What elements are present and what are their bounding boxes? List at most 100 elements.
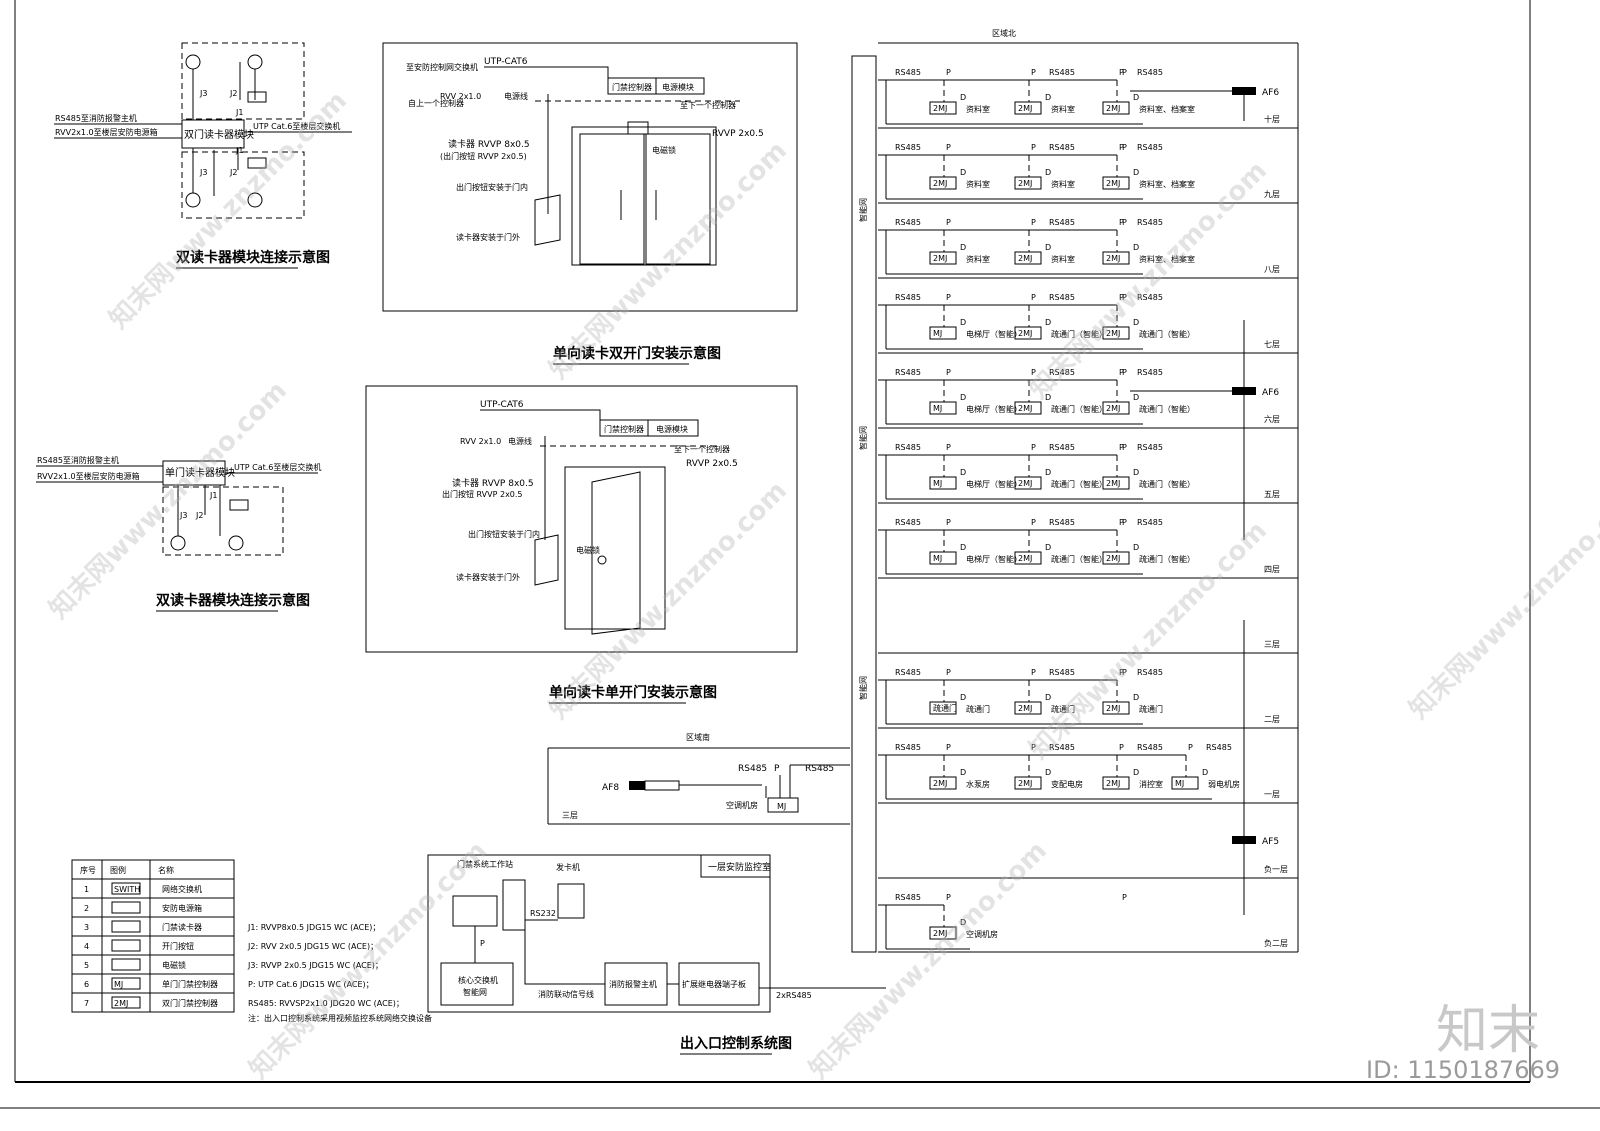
controller-label: 2MJ <box>1106 404 1120 413</box>
room-label: 弱电机房 <box>1208 779 1240 789</box>
d-label: D <box>1202 768 1208 777</box>
legend-symbol-label: MJ <box>114 980 123 989</box>
controller-box <box>1102 401 1130 415</box>
rvv-label: RVV2x1.0至楼层安防电源箱 <box>55 127 158 137</box>
from-prev-label: 自上一个控制器 <box>408 98 464 108</box>
controller-box <box>1102 251 1130 265</box>
p-label: P <box>1122 518 1127 527</box>
floor-label: 六层 <box>1264 414 1280 424</box>
room-label: 资料室、档案室 <box>1139 254 1195 264</box>
monitor-icon <box>452 895 498 927</box>
note-line: P: UTP Cat.6 JDG15 WC (ACE)； <box>248 980 374 989</box>
p-label: P <box>1119 143 1124 152</box>
controller-label: 2MJ <box>933 104 947 113</box>
card-label: 发卡机 <box>556 862 580 872</box>
rs485-label: RS485 <box>1049 668 1075 677</box>
relay-label: 扩展继电器端子板 <box>682 979 746 989</box>
switch-label: 至安防控制网交换机 <box>406 62 478 72</box>
room-label: 电梯厅（智能） <box>966 404 1022 414</box>
lock-label: 电磁锁 <box>576 545 600 555</box>
legend-index: 6 <box>84 980 89 989</box>
south-rs485: RS485 <box>738 764 767 774</box>
d-label: D <box>960 318 966 327</box>
j3-label: J3 <box>199 89 207 98</box>
controller-box <box>1102 476 1130 490</box>
controller-box <box>1171 776 1199 790</box>
d-label: D <box>960 393 966 402</box>
reader-icon <box>185 192 201 208</box>
legend-symbol <box>111 977 141 990</box>
p-label: P <box>1031 68 1036 77</box>
room-label: 疏通门（智能） <box>1139 404 1195 414</box>
door-handle-icon <box>597 555 607 565</box>
room-label: 消控室 <box>1139 779 1163 789</box>
south-rs485-b: RS485 <box>805 764 834 774</box>
d-label: D <box>960 93 966 102</box>
d-label: D <box>1133 168 1139 177</box>
note-line: J3: RVVP 2x0.5 JDG15 WC (ACE)； <box>247 961 383 970</box>
j2-label: J2 <box>229 89 237 98</box>
controller-box <box>929 551 957 565</box>
d-label: D <box>1045 543 1051 552</box>
utp-label: UTP Cat.6至楼层交换机 <box>234 462 321 472</box>
single-module-label: 单门读卡器模块 <box>165 466 235 479</box>
trunk-label: 智能网 <box>858 198 868 222</box>
room-label: 电梯厅（智能） <box>966 329 1022 339</box>
d-label: D <box>960 693 966 702</box>
south-room-label: 空调机房 <box>726 800 758 810</box>
legend-header: 图例 <box>110 865 126 875</box>
reader-icon <box>170 535 186 551</box>
controller-box <box>1102 551 1130 565</box>
j2-label: J2 <box>195 511 203 520</box>
brand-logo: 知末 <box>1435 1001 1540 1061</box>
power-box-icon <box>1232 87 1256 95</box>
rs485-label: RS485 <box>1137 668 1163 677</box>
p-label: P <box>1031 143 1036 152</box>
controller-label: 2MJ <box>1106 779 1120 788</box>
rs485-label: RS485 <box>895 368 921 377</box>
j3-label: J3 <box>199 168 207 177</box>
room-label: 资料室 <box>966 254 990 264</box>
p-label: P <box>1031 668 1036 677</box>
controller-box <box>929 251 957 265</box>
lock-icon <box>627 121 649 135</box>
room-label: 资料室 <box>1051 254 1075 264</box>
rvv-label: RVV 2x1.0 <box>440 92 481 101</box>
rs485-label: RS485 <box>1049 218 1075 227</box>
j2-label: J2 <box>229 168 237 177</box>
controller-label: 2MJ <box>933 179 947 188</box>
south-floor-label: 三层 <box>562 811 578 820</box>
system-title: 出入口控制系统图 <box>680 1035 792 1052</box>
room-label: 电梯厅（智能） <box>966 479 1022 489</box>
room-label: 电梯厅（智能） <box>966 554 1022 564</box>
svg-text:知末网www.znzmo.com: 知末网www.znzmo.com <box>104 86 353 335</box>
legend-symbol <box>111 920 141 933</box>
legend-symbol <box>111 939 141 952</box>
af-label: AF5 <box>1262 837 1279 847</box>
room-label: 疏通门（智能） <box>1051 554 1107 564</box>
fire-link-label: 消防联动信号线 <box>538 989 594 999</box>
af-label: AF6 <box>1262 388 1279 398</box>
controller-label: 2MJ <box>1018 779 1032 788</box>
rs485-label: RS485 <box>895 443 921 452</box>
rs485-label: RS485 <box>1049 143 1075 152</box>
door-leaf <box>591 471 641 635</box>
svg-text:知末网www.znzmo.com: 知末网www.znzmo.com <box>44 376 293 625</box>
p-label: P <box>946 443 951 452</box>
d-label: D <box>1045 168 1051 177</box>
power-cable-label: 电源线 <box>504 91 528 101</box>
reader-install-label: 读卡器安装于门外 <box>456 572 520 582</box>
controller-label: 2MJ <box>1106 254 1120 263</box>
p-label: P <box>946 293 951 302</box>
controller-label: 2MJ <box>1106 179 1120 188</box>
rs485-label: RS485 <box>1137 218 1163 227</box>
trunk-label: 智能网 <box>858 426 868 450</box>
exit-cable-label: (出门按钮 RVVP 2x0.5) <box>440 151 527 161</box>
lock-icon <box>228 535 244 551</box>
p-label: P <box>1119 668 1124 677</box>
rs485-label: RS485 <box>1137 368 1163 377</box>
floor-label: 四层 <box>1264 565 1280 574</box>
upper-door-box <box>181 42 305 120</box>
p-label: P <box>946 518 951 527</box>
